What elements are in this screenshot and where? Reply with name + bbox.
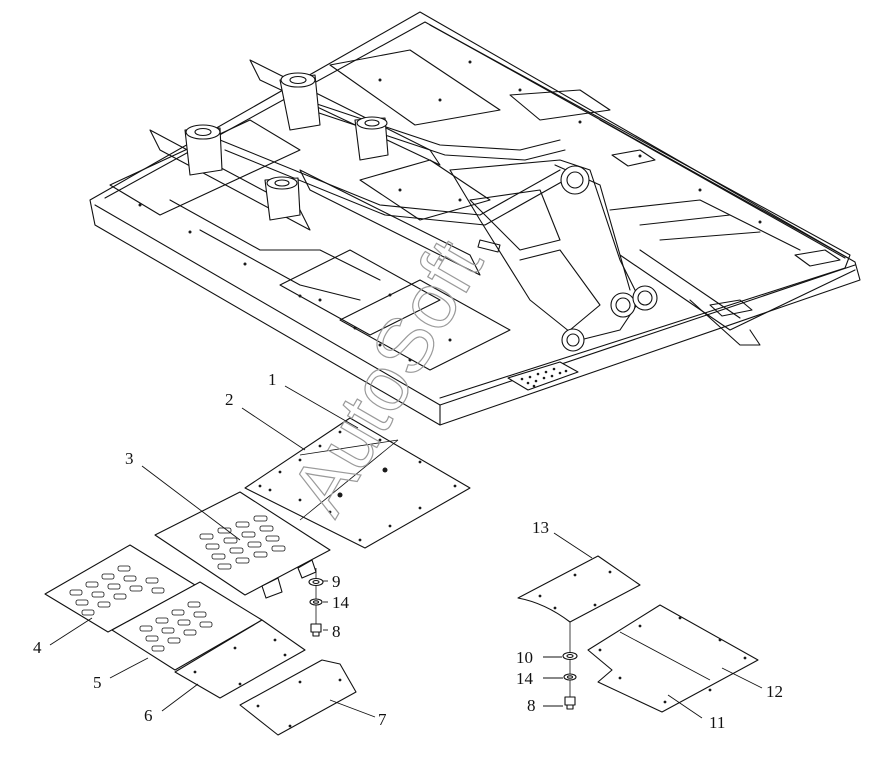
callout-5: 5: [93, 673, 102, 692]
plate-3-slots: [199, 515, 286, 570]
callout-8-right: 8: [527, 696, 536, 715]
cover-plate-1-2: [244, 417, 471, 549]
callout-10: 10: [516, 648, 533, 667]
callout-3: 3: [125, 449, 134, 468]
callout-11: 11: [709, 713, 725, 732]
step-plate-holes: [520, 367, 568, 388]
cover-plate-7: [239, 659, 357, 736]
plate-5-slots: [139, 601, 213, 652]
callout-7: 7: [378, 710, 387, 729]
vented-plate-3: [154, 491, 331, 599]
cover-plate-13: [517, 555, 641, 623]
fastener-stack-right: [562, 622, 578, 710]
callout-12: 12: [766, 682, 783, 701]
callout-8-left: 8: [332, 622, 341, 641]
callout-9: 9: [332, 572, 341, 591]
frame-rivets: [138, 60, 762, 362]
plate-1-2-holes: [258, 430, 457, 542]
callout-14-right: 14: [516, 669, 534, 688]
callout-14-left: 14: [332, 593, 350, 612]
leader-lines: [49, 385, 763, 719]
callout-4: 4: [33, 638, 42, 657]
cover-plate-11-12: [587, 604, 759, 713]
callout-labels: 1 2 3 4 5 6 7 8 9 14 13 10 14 8 12 11: [33, 370, 783, 732]
callout-1: 1: [268, 370, 277, 389]
fastener-stack-left: [308, 568, 324, 637]
callout-13: 13: [532, 518, 549, 537]
revolving-frame: [89, 11, 861, 426]
plate-4-slots: [69, 565, 165, 616]
cover-plate-6: [174, 619, 306, 699]
callout-6: 6: [144, 706, 153, 725]
callout-2: 2: [225, 390, 234, 409]
